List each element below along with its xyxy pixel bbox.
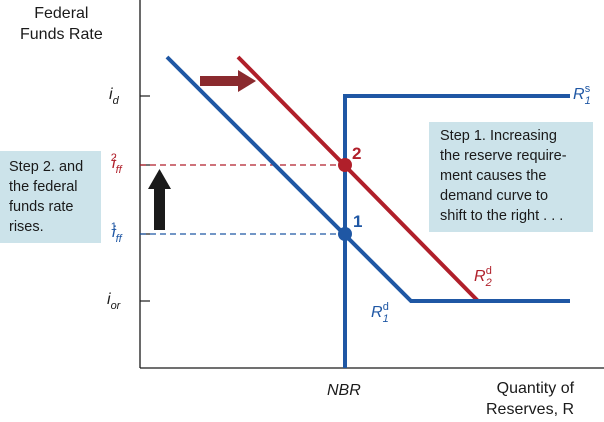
y-tick-i-d-base: i: [109, 86, 113, 103]
y-tick-i-or-base: i: [107, 291, 111, 308]
supply-curve-label-sup: s: [584, 83, 591, 95]
demand-curve-2-label-base: R: [474, 268, 486, 285]
x-axis-title-line2: Reserves, R: [486, 401, 575, 418]
step1-line3: ment causes the: [440, 168, 547, 184]
y-tick-i-ff2-base: i: [112, 155, 116, 172]
equilibrium-point-2: [338, 158, 352, 172]
y-tick-i-ff1: iff1: [110, 221, 122, 245]
supply-curve-label-sub: 1: [584, 95, 591, 107]
demand-curve-1-label: R1d: [371, 301, 389, 325]
step2-callout: Step 2. and the federal funds rate rises…: [0, 151, 101, 243]
y-tick-i-or-sub: or: [110, 300, 121, 312]
rate-up-arrow-icon: [148, 169, 171, 230]
supply-curve-label-base: R: [573, 86, 585, 103]
x-tick-nbr: NBR: [327, 382, 361, 399]
y-tick-i-ff1-sub: ff: [115, 233, 122, 245]
y-tick-i-d-sub: d: [112, 95, 119, 107]
step1-line4: demand curve to: [440, 188, 549, 204]
x-axis-title: Quantity of Reserves, R: [486, 378, 574, 420]
demand-curve-1: [165, 55, 570, 303]
step2-line2: the federal: [9, 179, 78, 195]
y-axis-title: Federal Funds Rate: [20, 3, 103, 45]
step1-line2: the reserve require-: [440, 148, 567, 164]
step2-line4: rises.: [9, 219, 44, 235]
y-axis-title-line1: Federal: [34, 5, 89, 22]
step2-line1: Step 2. and: [9, 159, 84, 175]
step1-line5: shift to the right . . .: [440, 208, 564, 224]
y-tick-i-or: ior: [107, 289, 120, 312]
demand-curve-1-label-base: R: [371, 304, 383, 321]
x-axis-title-line1: Quantity of: [496, 380, 575, 397]
y-tick-i-ff2: iff2: [110, 152, 122, 176]
step2-line3: funds rate: [9, 199, 74, 215]
demand-curve-2-label-sup: d: [485, 265, 492, 277]
point-1-label: 1: [353, 212, 363, 231]
step1-line1: Step 1. Increasing: [440, 128, 557, 144]
y-tick-i-ff1-sup: 1: [110, 221, 117, 233]
y-tick-i-d: id: [109, 84, 119, 107]
y-tick-i-ff2-sub: ff: [115, 164, 122, 176]
y-axis-title-line2: Funds Rate: [20, 26, 103, 43]
shift-right-arrow-icon: [200, 70, 256, 92]
demand-curve-2-label-sub: 2: [485, 277, 492, 289]
equilibrium-point-1: [338, 227, 352, 241]
point-2-label: 2: [352, 144, 362, 163]
demand-curve-1-label-sup: d: [382, 301, 389, 313]
y-tick-i-ff1-base: i: [112, 224, 116, 241]
y-tick-i-ff2-sup: 2: [110, 152, 117, 164]
demand-curve-2-label: R2d: [474, 265, 492, 289]
supply-curve: [343, 94, 570, 368]
step1-callout: Step 1. Increasing the reserve require- …: [429, 122, 593, 232]
demand-curve-1-label-sub: 1: [382, 313, 389, 325]
supply-curve-label: R1s: [573, 83, 591, 107]
